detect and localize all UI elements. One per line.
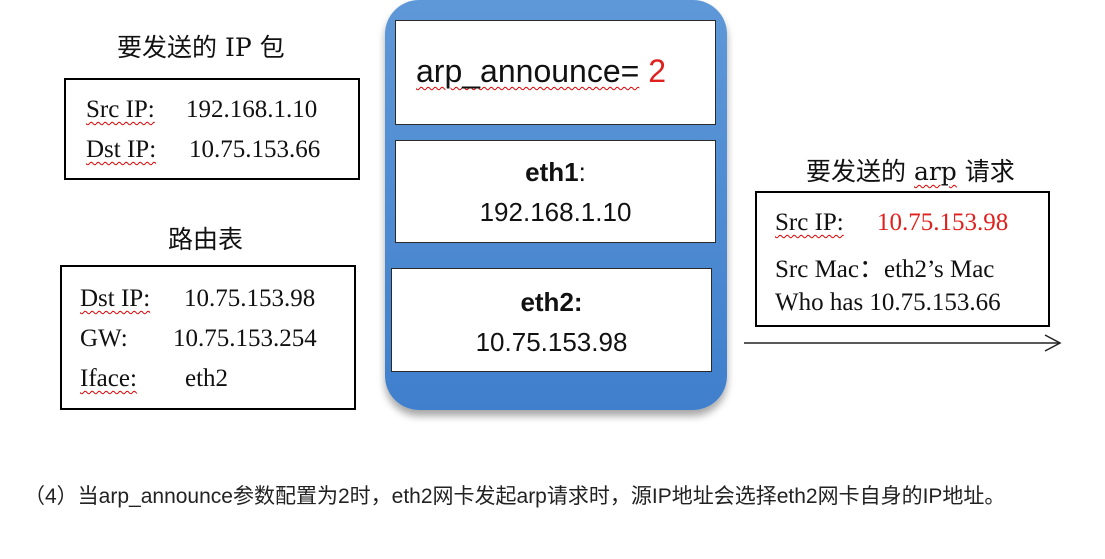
route-dst-value: 10.75.153.98 bbox=[184, 285, 316, 312]
arp-announce-value: 2 bbox=[648, 53, 666, 89]
ip-packet-dst-value: 10.75.153.66 bbox=[189, 136, 321, 163]
eth2-ip: 10.75.153.98 bbox=[475, 327, 628, 357]
route-iface-row: Iface: eth2 bbox=[80, 365, 228, 393]
ip-packet-src-value: 192.168.1.10 bbox=[186, 96, 318, 123]
route-gw-label: GW: bbox=[80, 325, 128, 352]
arp-who-has: Who has 10.75.153.66 bbox=[775, 289, 1001, 316]
eth1-box: eth1: 192.168.1.10 bbox=[395, 140, 716, 243]
eth1-ip: 192.168.1.10 bbox=[479, 197, 632, 227]
caption-text: （4）当arp_announce参数配置为2时，eth2网卡发起arp请求时，源… bbox=[24, 485, 1006, 508]
eth2-box: eth2: 10.75.153.98 bbox=[391, 268, 712, 372]
route-dst-row: Dst IP: 10.75.153.98 bbox=[80, 285, 315, 313]
eth1-name: eth1 bbox=[525, 157, 579, 187]
arp-announce-label: arp_announce= bbox=[416, 53, 640, 89]
route-table-heading: 路由表 bbox=[168, 225, 244, 254]
eth1-colon: : bbox=[578, 157, 586, 187]
arp-announce-box: arp_announce= 2 bbox=[395, 20, 716, 125]
arp-heading-prefix: 要发送的 bbox=[806, 157, 914, 186]
ip-packet-src-row: Src IP: 192.168.1.10 bbox=[86, 96, 317, 124]
route-table-box: Dst IP: 10.75.153.98 GW: 10.75.153.254 I… bbox=[60, 265, 356, 410]
eth2-name: eth2: bbox=[520, 287, 583, 317]
route-gw-row: GW: 10.75.153.254 bbox=[80, 325, 317, 353]
arp-heading-arp: arp bbox=[913, 157, 957, 186]
ip-packet-dst-row: Dst IP: 10.75.153.66 bbox=[86, 136, 320, 164]
arp-src-mac-label: Src Mac： bbox=[775, 256, 884, 283]
ip-packet-box: Src IP: 192.168.1.10 Dst IP: 10.75.153.6… bbox=[64, 78, 360, 180]
arp-heading-suffix: 请求 bbox=[956, 157, 1015, 186]
route-gw-value: 10.75.153.254 bbox=[173, 325, 317, 352]
arp-request-heading: 要发送的 arp 请求 bbox=[806, 152, 1015, 188]
ip-packet-heading: 要发送的 IP 包 bbox=[117, 33, 285, 62]
arp-request-box: Src IP: 10.75.153.98 Src Mac：eth2’s Mac … bbox=[755, 191, 1050, 327]
route-iface-label: Iface: bbox=[80, 365, 137, 392]
request-arrow bbox=[744, 334, 1062, 352]
eth1-name-line: eth1: bbox=[396, 157, 715, 188]
route-iface-value: eth2 bbox=[185, 365, 229, 392]
arp-announce-setting: arp_announce= 2 bbox=[396, 53, 715, 90]
arp-src-mac-row: Src Mac：eth2’s Mac bbox=[775, 249, 994, 285]
ip-packet-dst-label: Dst IP: bbox=[86, 136, 157, 163]
interface-panel: arp_announce= 2 eth1: 192.168.1.10 eth2:… bbox=[385, 0, 727, 410]
arp-src-mac-value: eth2’s Mac bbox=[884, 256, 995, 283]
ip-packet-src-label: Src IP: bbox=[86, 96, 155, 123]
arp-src-ip-label: Src IP: bbox=[775, 209, 844, 236]
arp-src-ip-row: Src IP: 10.75.153.98 bbox=[775, 209, 1008, 237]
route-dst-label: Dst IP: bbox=[80, 285, 151, 312]
arp-src-ip-value: 10.75.153.98 bbox=[877, 209, 1009, 236]
